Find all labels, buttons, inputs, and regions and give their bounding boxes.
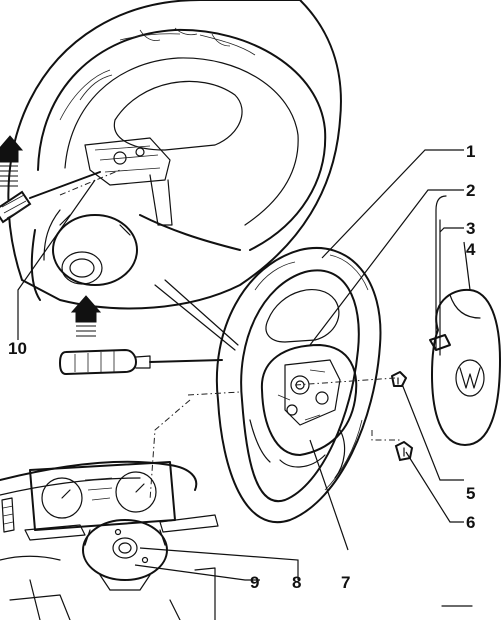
screw-upper [391,371,407,387]
detail-screwdriver [0,171,101,224]
callout-7: 7 [341,573,350,592]
detail-wheel-rim [37,28,327,251]
callout-3: 3 [466,219,475,238]
callout-5: 5 [466,484,475,503]
arrow-up-icon [70,295,102,337]
alignment-line-column [149,391,241,501]
alignment-line-lower [371,430,400,441]
dashboard-assembly [0,460,219,620]
callout-2: 2 [466,181,475,200]
screwdriver [58,348,223,376]
callout-10: 10 [8,339,27,358]
steering-wheel [215,247,382,524]
detail-circle-outline [7,0,342,310]
callout-6: 6 [466,513,475,532]
detail-hub [52,214,138,286]
detail-airbag-connector [59,137,173,226]
detail-spoke-opening [113,80,243,151]
callout-9: 9 [250,573,259,592]
leader-lines [17,149,471,581]
callout-4: 4 [466,240,476,259]
arrow-up-icon [0,135,24,187]
callout-1: 1 [466,142,475,161]
detail-wheel-rim-inner [64,57,299,226]
callout-labels: 1 2 3 4 5 6 7 8 9 10 [8,142,476,592]
airbag-unit [429,195,501,446]
clock-spring [82,519,168,591]
alignment-line-upper [294,377,396,386]
detail-view [0,0,342,310]
callout-8: 8 [292,573,301,592]
